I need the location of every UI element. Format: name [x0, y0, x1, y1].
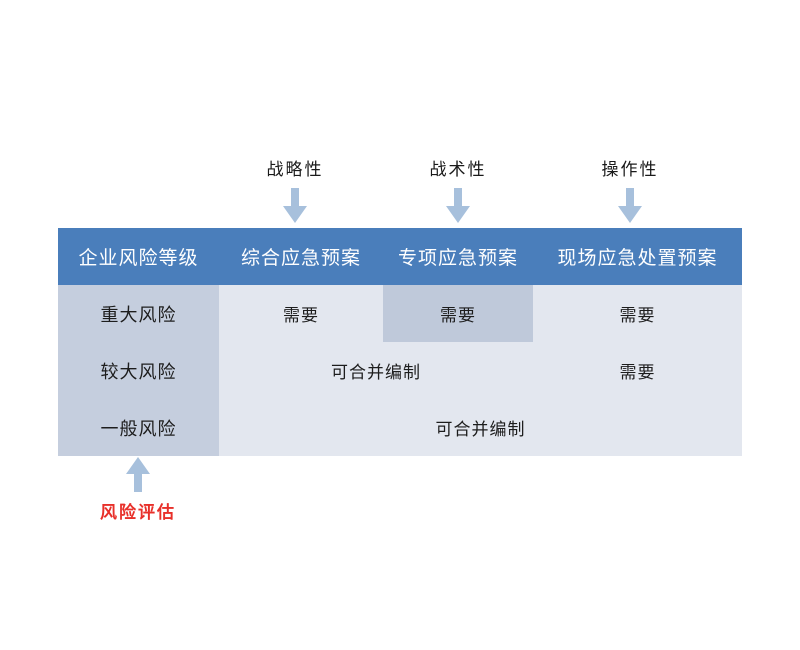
column-header-special-plan: 专项应急预案 — [383, 228, 533, 285]
column-header-onsite-plan: 现场应急处置预案 — [533, 228, 742, 285]
annotation-risk-assessment-label: 风险评估 — [100, 503, 176, 523]
annotation-tactical-label: 战术性 — [429, 160, 487, 180]
cell-major-comprehensive: 需要 — [219, 285, 383, 342]
row-label-general-risk: 一般风险 — [58, 399, 219, 456]
annotation-operational-label: 操作性 — [601, 160, 659, 180]
annotation-tactical: 战术性 — [398, 160, 518, 224]
table-row: 较大风险 可合并编制 需要 — [58, 342, 742, 399]
row-label-relatively-major-risk: 较大风险 — [58, 342, 219, 399]
column-header-risk-level: 企业风险等级 — [58, 228, 219, 285]
annotation-strategic-label: 战略性 — [266, 160, 324, 180]
table-row: 重大风险 需要 需要 需要 — [58, 285, 742, 342]
cell-relmajor-onsite: 需要 — [533, 342, 742, 399]
cell-major-special: 需要 — [383, 285, 533, 342]
column-header-comprehensive-plan: 综合应急预案 — [219, 228, 383, 285]
table-header-row: 企业风险等级 综合应急预案 专项应急预案 现场应急处置预案 — [58, 228, 742, 285]
arrow-down-icon — [283, 188, 307, 223]
annotation-strategic: 战略性 — [235, 160, 355, 224]
risk-plan-matrix-table: 企业风险等级 综合应急预案 专项应急预案 现场应急处置预案 重大风险 需要 需要… — [58, 228, 742, 456]
annotation-risk-assessment: 风险评估 — [78, 456, 198, 523]
row-label-major-risk: 重大风险 — [58, 285, 219, 342]
annotation-operational: 操作性 — [570, 160, 690, 224]
cell-general-merged: 可合并编制 — [219, 399, 742, 456]
cell-major-onsite: 需要 — [533, 285, 742, 342]
table-row: 一般风险 可合并编制 — [58, 399, 742, 456]
arrow-down-icon — [446, 188, 470, 223]
arrow-up-icon — [126, 457, 150, 492]
arrow-down-icon — [618, 188, 642, 223]
cell-relmajor-merged: 可合并编制 — [219, 342, 533, 399]
